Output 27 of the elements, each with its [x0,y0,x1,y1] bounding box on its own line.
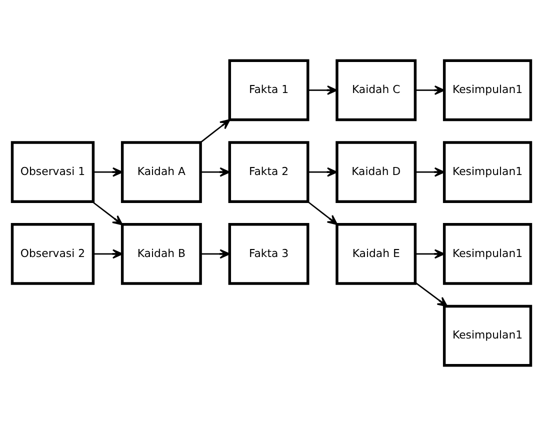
arrow [415,249,445,259]
node-box: Kesimpulan1 [442,141,532,203]
arrow [92,201,123,226]
node-box: Observasi 1 [10,141,95,203]
arrow [200,249,230,259]
arrow [308,85,338,95]
arrow [415,167,445,177]
arrow [414,282,448,307]
arrow [93,249,123,259]
node-box: Kaidah E [336,223,417,285]
arrow [93,167,123,177]
node-box: Kesimpulan1 [442,304,532,367]
node-box: Kesimpulan1 [442,59,532,122]
node-box: Observasi 2 [10,223,95,285]
arrow [308,167,338,177]
arrow [415,85,445,95]
node-box: Kaidah B [120,223,202,285]
arrow [308,201,338,225]
node-box: Kaidah A [120,141,202,203]
node-box: Kaidah C [336,59,417,122]
node-box: Fakta 1 [228,59,310,122]
arrow [200,119,230,143]
node-box: Kaidah D [336,141,417,203]
node-box: Kesimpulan1 [442,223,532,285]
node-box: Fakta 2 [228,141,310,203]
node-box: Fakta 3 [228,223,310,285]
arrow [200,167,230,177]
